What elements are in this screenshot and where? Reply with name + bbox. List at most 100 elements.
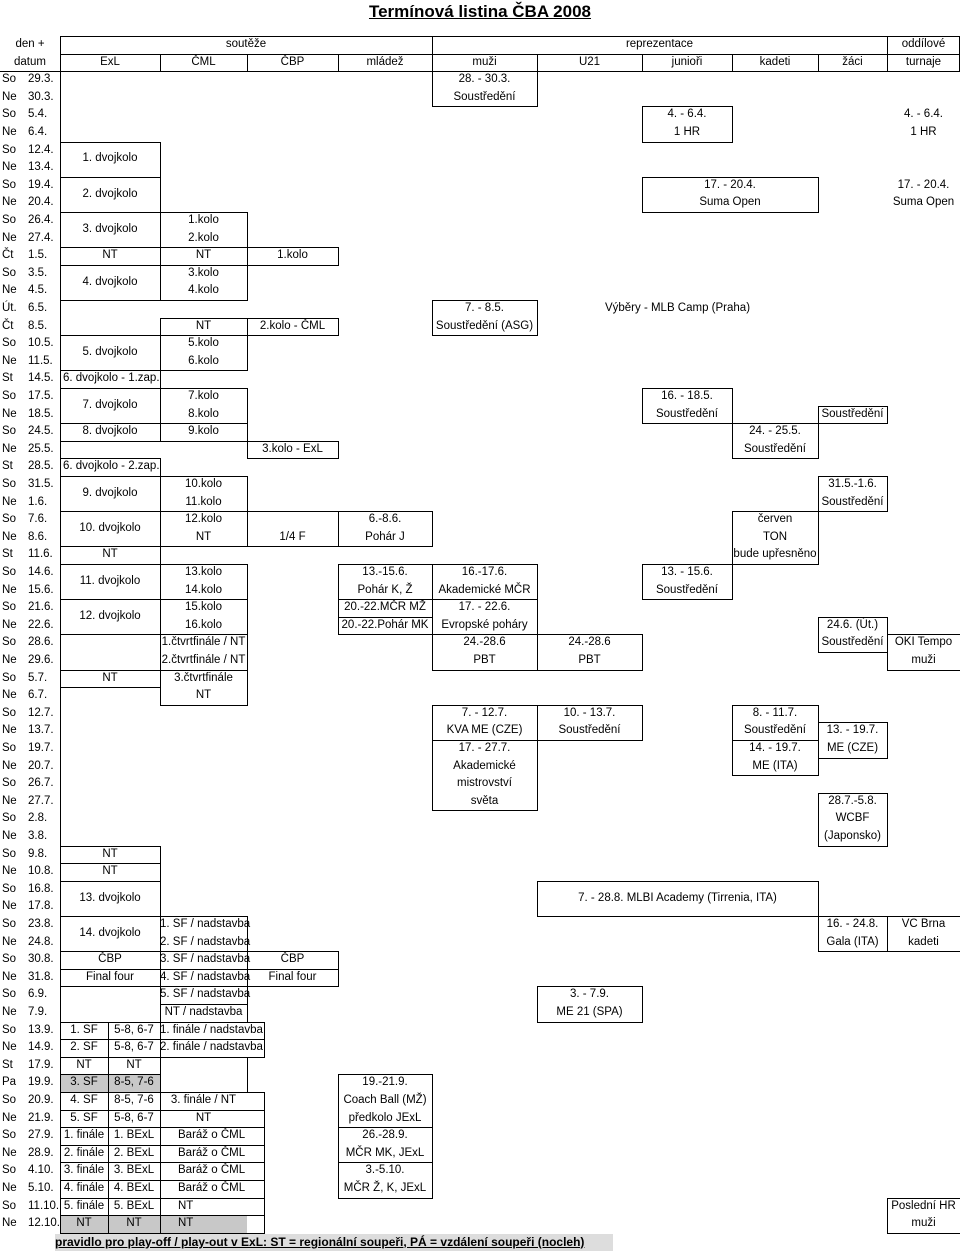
day-of-week: Ne [2,284,17,297]
date: 22.6. [28,618,54,631]
day-of-week: Ne [2,1111,17,1124]
youth-block [338,599,433,618]
exl-cell: ČBP [98,953,122,966]
exl-cell: NT [102,671,118,684]
cml-cell: 2. SF / nadstavba [160,935,251,948]
header-divider [537,53,538,72]
cml-cell: 2.kolo [188,231,219,244]
exl-cell: NT [102,847,118,860]
column-header: kadeti [759,55,791,68]
pupil-block [818,722,888,759]
date: 16.8. [28,882,54,895]
cml-playoff-box [160,1092,265,1111]
exl-playoff: 1. SF [70,1023,98,1036]
exl-b-playoff: 5-8, 6-7 [114,1023,154,1036]
exl-block [60,669,161,689]
cml-cell: 1. finále / nadstavba [160,1023,263,1036]
header-divider [732,53,733,72]
date: 19.9. [28,1076,54,1089]
exl-playoff: 2. SF [70,1041,98,1054]
day-of-week: Ne [2,495,17,508]
cml-playoff-box [160,1197,265,1217]
club-tournament-cell: kadeti [908,935,939,948]
day-of-week: So [2,812,17,825]
pupil-cell: (Japonsko) [824,830,881,842]
cml-cell: 3.kolo [188,266,219,279]
men-block [432,704,538,741]
cml-block [160,951,248,970]
column-header: žáci [842,55,863,68]
youth-block [338,1162,433,1199]
day-of-week: Ne [2,126,17,138]
day-of-week: Ne [2,935,17,948]
column-header: junioři [671,55,703,68]
date: 28.6. [28,636,54,649]
date: 4.10. [28,1164,54,1177]
day-of-week: Ne [2,689,17,702]
cml-cell: NT [195,1111,212,1124]
date-row: So 28.6. [0,634,60,652]
club-tournament-cell: 4. - 6.4. [904,108,943,121]
cadet-block [732,511,819,565]
date: 10.8. [28,865,54,878]
club-tournament-cell: Poslední HR [891,1199,956,1212]
cml-cell: 8.kolo [188,407,219,420]
day-of-week: St [2,372,13,385]
exl-b-playoff-box [108,1197,161,1217]
cml-cell: 7.kolo [188,390,219,402]
u21-block [537,986,643,1023]
pupil-cell: 31.5.-1.6. [828,478,877,490]
cbp-block [247,968,339,988]
cml-cell: 15.kolo [184,601,223,614]
junior-cell: 1 HR [673,126,701,138]
exl-b-playoff: 5. BExL [113,1199,155,1212]
junior-cell: 13. - 15.6. [661,566,713,578]
date: 24.8. [28,935,54,948]
day-of-week: So [2,636,17,649]
cml-cell: 1.kolo [188,214,219,226]
cml-playoff-box [160,1021,265,1041]
day-of-week: So [2,918,17,930]
day-of-week: So [2,266,17,279]
header-border [60,53,960,55]
cml-playoff-box [160,1109,265,1129]
men-cell: Soustředění (ASG) [435,319,534,332]
cbp-block [247,511,339,548]
cml-block [160,669,248,706]
exl-b-playoff-box [108,1021,161,1041]
exl-b-playoff-box [108,1074,161,1093]
exl-cell: 11. dvojkolo [79,574,141,587]
gray-cell [60,1215,160,1233]
cml-cell: 9.kolo [188,425,219,438]
cml-playoff-box [160,1039,265,1058]
cml-cell: NT [195,249,212,262]
date: 12.4. [28,143,54,156]
date: 6.5. [28,302,48,314]
pupil-block [818,405,888,425]
pupil-cell: Soustředění [821,407,884,420]
day-of-week: Ne [2,1006,17,1018]
pupil-cell: 16. - 24.8. [826,918,879,930]
day-of-week: So [2,108,17,121]
cml-playoff-box [160,1180,265,1199]
youth-block [338,511,433,548]
exl-block [60,564,161,601]
cml-cell: 3.čtvrtfinále [174,671,233,684]
day-of-week: Ne [2,900,17,913]
cml-playoff-box [160,1127,265,1146]
